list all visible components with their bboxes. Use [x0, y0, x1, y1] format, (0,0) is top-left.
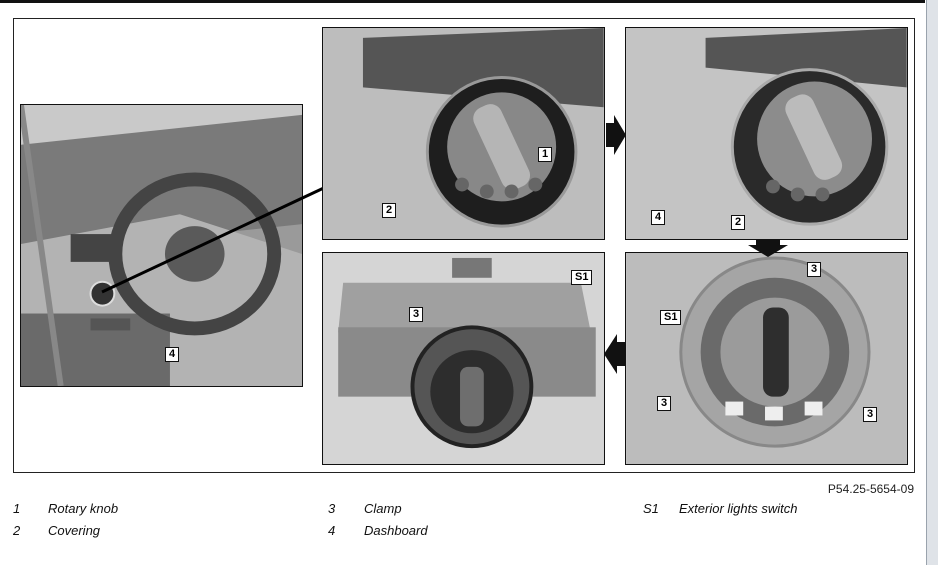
dash-callout-4: 4	[165, 347, 180, 362]
legend-num-1: 1	[13, 501, 21, 516]
legend-label-3: Clamp	[364, 501, 402, 516]
clamp-detail-photo	[625, 252, 908, 465]
figure-code: P54.25-5654-09	[827, 482, 914, 496]
bottom-right-callout-3b: 3	[657, 396, 672, 411]
legend-num-2: 2	[13, 523, 21, 538]
top-right-callout-4: 4	[651, 210, 666, 225]
legend-label-s1: Exterior lights switch	[679, 501, 798, 516]
top-mid-callout-1: 1	[538, 147, 553, 162]
legend-num-4: 4	[328, 523, 336, 538]
legend-label-2: Covering	[48, 523, 101, 538]
bottom-mid-callout-3: 3	[409, 307, 424, 322]
arrow-down-icon	[748, 239, 788, 257]
figure-legend: 1 Rotary knob 2 Covering 3 Clamp 4 Dashb…	[0, 501, 925, 551]
legend-label-4: Dashboard	[364, 523, 428, 538]
knob-covering-photo	[322, 27, 605, 240]
zoom-leader-line	[101, 184, 329, 294]
top-mid-callout-2: 2	[382, 203, 397, 218]
legend-label-1: Rotary knob	[48, 501, 119, 516]
arrow-right-icon	[606, 115, 626, 155]
legend-num-s1: S1	[643, 501, 659, 516]
dashboard-photo	[20, 104, 303, 387]
knob-pulled-photo	[625, 27, 908, 240]
bottom-right-callout-s1: S1	[660, 310, 682, 325]
switch-removed-photo	[322, 252, 605, 465]
top-right-callout-2: 2	[731, 215, 746, 230]
legend-num-3: 3	[328, 501, 336, 516]
top-rule	[0, 0, 925, 3]
arrow-left-icon	[604, 334, 626, 374]
bottom-right-callout-3a: 3	[807, 262, 822, 277]
bottom-right-callout-3c: 3	[863, 407, 878, 422]
window-scrollbar[interactable]	[926, 0, 938, 565]
bottom-mid-callout-s1: S1	[571, 270, 593, 285]
